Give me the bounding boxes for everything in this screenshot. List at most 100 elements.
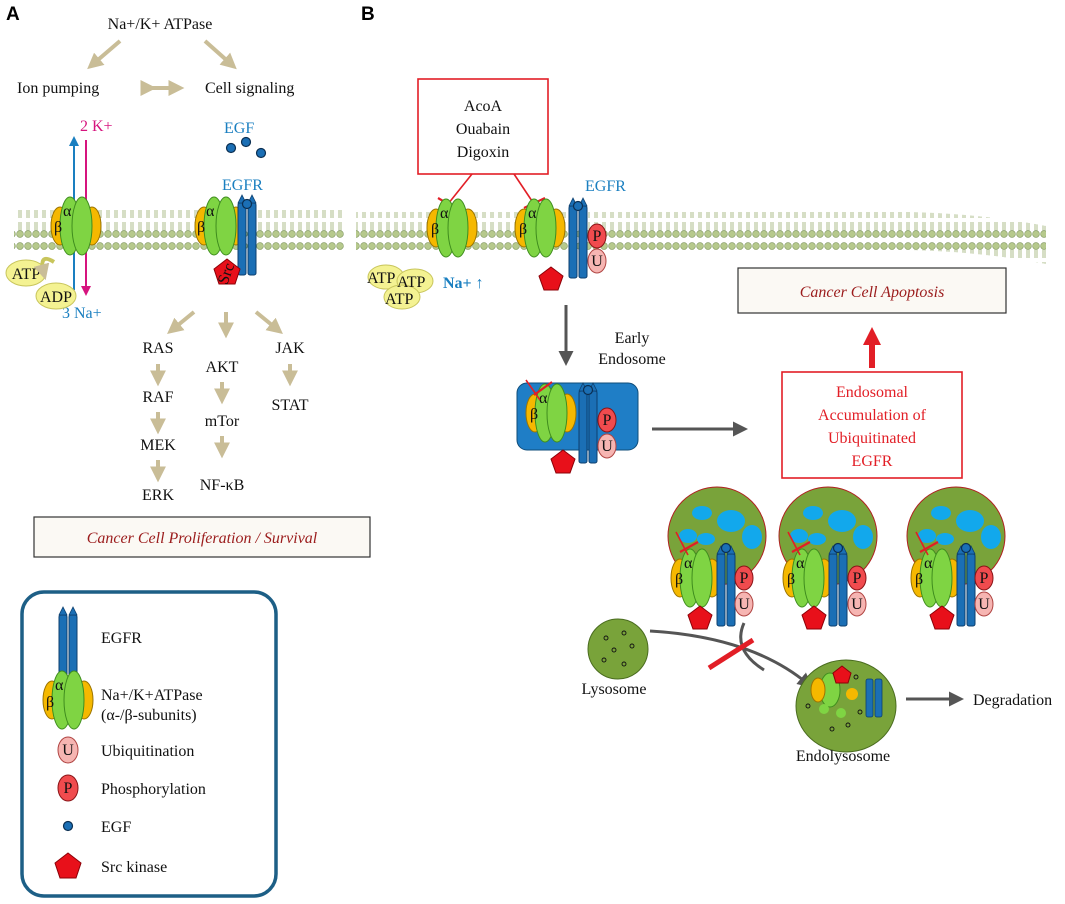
beta-label: β bbox=[787, 571, 795, 588]
k-ions-label: 2 K+ bbox=[80, 118, 113, 135]
atpase-title: Na+/K+ ATPase bbox=[108, 16, 213, 33]
endolysosome-label: Endolysosome bbox=[796, 748, 890, 765]
phospho-icon bbox=[587, 223, 607, 249]
p-symbol: P bbox=[980, 570, 989, 587]
pathway-stat: STAT bbox=[272, 397, 309, 414]
legend-u-symbol: U bbox=[62, 742, 74, 759]
lysosome bbox=[587, 618, 649, 680]
ubiquitin-icon bbox=[734, 591, 754, 617]
egf-dot-icon bbox=[582, 384, 594, 396]
alpha-label: α bbox=[440, 205, 449, 222]
atp-label-b: ATP bbox=[385, 291, 414, 308]
accumulation-line1: Endosomal bbox=[836, 384, 909, 401]
arrow-to-ras bbox=[167, 310, 196, 335]
legend-egf-label: EGF bbox=[101, 819, 131, 836]
inhibitor-acoa: AcoA bbox=[464, 98, 503, 115]
src-label: Src bbox=[215, 261, 238, 287]
inhibition-bar bbox=[919, 541, 939, 553]
beta-label: β bbox=[197, 219, 205, 236]
pathway-akt: AKT bbox=[206, 359, 239, 376]
inhibitor-ouabain: Ouabain bbox=[456, 121, 510, 138]
egf-dot-icon bbox=[225, 142, 237, 154]
atp-hydrolysis-arrow bbox=[33, 257, 56, 281]
beta-label: β bbox=[675, 571, 683, 588]
u-symbol: U bbox=[591, 253, 603, 270]
alpha-label: α bbox=[206, 203, 215, 220]
beta-label: β bbox=[519, 221, 527, 238]
na-increase-label: Na+ ↑ bbox=[443, 275, 484, 292]
accumulation-line4: EGFR bbox=[852, 453, 893, 470]
inhibition-bar bbox=[679, 541, 699, 553]
p-symbol: P bbox=[593, 228, 602, 245]
atp-label-b: ATP bbox=[397, 274, 426, 291]
beta-label: β bbox=[915, 571, 923, 588]
u-symbol: U bbox=[738, 596, 750, 613]
degradation-label: Degradation bbox=[973, 692, 1052, 709]
alpha-label: α bbox=[924, 555, 933, 572]
panel-a-label: A bbox=[6, 4, 20, 25]
legend-src-icon bbox=[54, 852, 82, 879]
legend-beta: β bbox=[46, 694, 54, 711]
accumulation-line2: Accumulation of bbox=[818, 407, 927, 424]
alpha-label: α bbox=[63, 203, 72, 220]
phospho-icon bbox=[734, 565, 754, 591]
inhibitor-box bbox=[417, 78, 549, 175]
alpha-label: α bbox=[684, 555, 693, 572]
fusion-block-bar bbox=[707, 637, 755, 671]
src-kinase-icon bbox=[213, 258, 241, 285]
pathway-ras: RAS bbox=[142, 340, 173, 357]
legend-src-label: Src kinase bbox=[101, 859, 167, 876]
phospho-icon bbox=[847, 565, 867, 591]
egf-dot-icon bbox=[255, 147, 267, 159]
p-symbol: P bbox=[853, 570, 862, 587]
p-symbol: P bbox=[740, 570, 749, 587]
lysosome-label: Lysosome bbox=[582, 681, 647, 698]
legend-egfr-label: EGFR bbox=[101, 630, 142, 647]
inhibition-line bbox=[447, 173, 473, 205]
egf-dot-icon bbox=[960, 542, 972, 554]
legend-alpha: α bbox=[55, 677, 64, 694]
cell-signaling-label: Cell signaling bbox=[205, 80, 294, 97]
apoptosis-box bbox=[737, 267, 1007, 314]
pathway-mtor: mTor bbox=[205, 413, 240, 430]
legend-p-symbol: P bbox=[64, 780, 73, 797]
arrow-to-jak bbox=[254, 310, 283, 335]
endolysosome bbox=[795, 659, 897, 753]
egf-dot-icon bbox=[832, 542, 844, 554]
ubiquitin-icon bbox=[974, 591, 994, 617]
arrow-to-cell-signaling bbox=[203, 39, 237, 70]
early-endosome-line1: Early bbox=[615, 330, 650, 347]
egf-dot-icon bbox=[720, 542, 732, 554]
legend-phospho-icon bbox=[57, 774, 79, 802]
src-kinase-icon bbox=[550, 449, 576, 474]
alpha-label: α bbox=[796, 555, 805, 572]
inhibition-line bbox=[915, 531, 929, 556]
arrow-to-ion-pumping bbox=[87, 39, 122, 70]
alpha-label: α bbox=[528, 205, 537, 222]
src-kinase-icon bbox=[929, 605, 955, 630]
legend-egf-icon bbox=[62, 820, 74, 832]
u-symbol: U bbox=[851, 596, 863, 613]
inhibition-line bbox=[525, 379, 541, 401]
beta-label: β bbox=[431, 221, 439, 238]
accumulation-box bbox=[781, 371, 963, 479]
src-kinase-icon bbox=[687, 605, 713, 630]
panel-b-label: B bbox=[361, 4, 375, 25]
proliferation-text: Cancer Cell Proliferation / Survival bbox=[87, 530, 318, 547]
beta-label: β bbox=[54, 219, 62, 236]
inhibition-line bbox=[513, 173, 535, 205]
accumulation-line3: Ubiquitinated bbox=[828, 430, 916, 447]
legend-atpase-line1: Na+/K+ATPase bbox=[101, 687, 203, 704]
atp-label-a: ATP bbox=[12, 266, 41, 283]
legend-ubiquitination-label: Ubiquitination bbox=[101, 743, 194, 760]
pathway-erk: ERK bbox=[142, 487, 174, 504]
ubiquitin-icon bbox=[597, 433, 617, 459]
inhibition-bar bbox=[533, 381, 553, 396]
inhibitor-digoxin: Digoxin bbox=[457, 144, 509, 161]
atp-blob bbox=[383, 284, 421, 310]
na-ions-label: 3 Na+ bbox=[62, 305, 102, 322]
ubiquitin-icon bbox=[587, 248, 607, 274]
egf-label-a: EGF bbox=[224, 120, 254, 137]
